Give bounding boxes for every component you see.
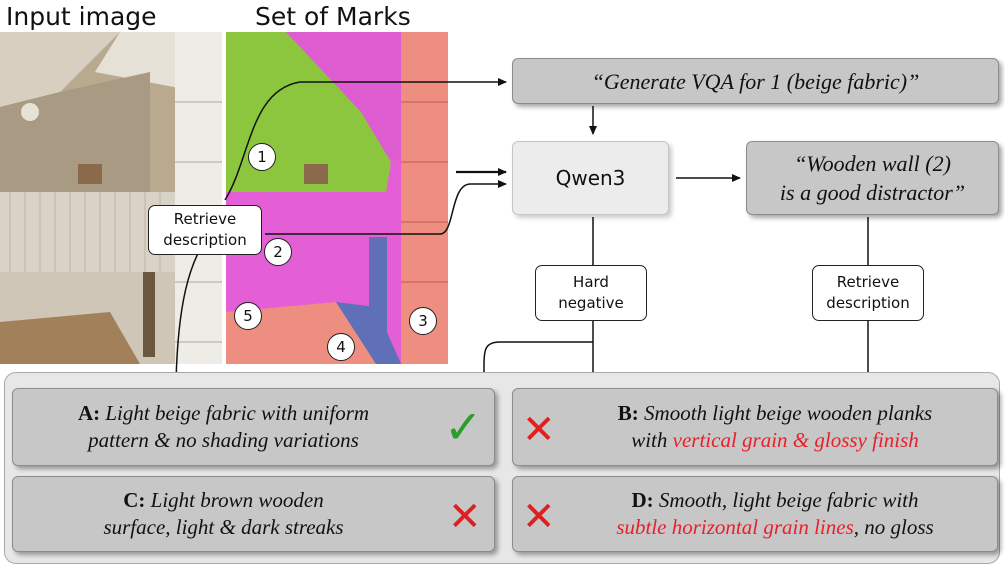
hard-negative-line-2: negative <box>558 294 624 312</box>
option-c: C: Light brown wooden surface, light & d… <box>12 476 495 552</box>
distractor-box: “Wooden wall (2) is a good distractor” <box>746 141 999 215</box>
retrieve-right-line-1: Retrieve <box>836 273 900 291</box>
option-a-letter: A: <box>77 401 101 425</box>
mark-4: 4 <box>327 333 355 361</box>
retrieve-description-label-right: Retrieve description <box>812 265 924 321</box>
option-b: B: Smooth light beige wooden planks with… <box>512 388 998 466</box>
distractor-line-2: is a good distractor” <box>779 180 966 205</box>
set-of-marks-header: Set of Marks <box>255 2 411 31</box>
retrieve-left-line-2: description <box>163 231 247 249</box>
option-d-line-1: Smooth, light beige fabric with <box>658 488 919 512</box>
mark-1: 1 <box>248 143 276 171</box>
option-a-line-2: pattern & no shading variations <box>88 428 359 452</box>
correct-check-icon: ✓ <box>444 400 483 454</box>
option-c-line-2: surface, light & dark streaks <box>103 515 344 539</box>
option-d-letter: D: <box>631 488 654 512</box>
wrong-cross-icon-c: ✕ <box>448 494 482 540</box>
mark-5: 5 <box>234 302 262 330</box>
qwen-model-box: Qwen3 <box>512 141 669 215</box>
option-d: D: Smooth, light beige fabric with subtl… <box>512 476 998 552</box>
option-d-line-2-suffix: , no gloss <box>853 515 934 539</box>
generate-vqa-prompt-text: “Generate VQA for 1 (beige fabric)” <box>591 68 920 94</box>
retrieve-left-line-1: Retrieve <box>173 210 237 228</box>
option-b-line-2-highlight: vertical grain & glossy finish <box>672 428 919 452</box>
wrong-cross-icon-b: ✕ <box>522 407 556 453</box>
generate-vqa-prompt-box: “Generate VQA for 1 (beige fabric)” <box>512 58 999 104</box>
option-b-letter: B: <box>617 401 639 425</box>
wrong-cross-icon-d: ✕ <box>522 494 556 540</box>
input-image-header: Input image <box>6 2 157 31</box>
hard-negative-label: Hard negative <box>535 265 647 321</box>
option-b-line-1: Smooth light beige wooden planks <box>644 401 933 425</box>
qwen-model-label: Qwen3 <box>555 166 626 190</box>
option-c-letter: C: <box>123 488 146 512</box>
option-a-line-1: Light beige fabric with uniform <box>105 401 370 425</box>
option-a: A: Light beige fabric with uniform patte… <box>12 388 495 466</box>
distractor-line-1: “Wooden wall (2) <box>794 151 951 176</box>
option-b-line-2-prefix: with <box>631 428 668 452</box>
mark-3: 3 <box>409 307 437 335</box>
input-image <box>0 32 222 364</box>
option-d-line-2-highlight: subtle horizontal grain lines <box>616 515 854 539</box>
mark-2: 2 <box>264 238 292 266</box>
retrieve-right-line-2: description <box>826 294 910 312</box>
hard-negative-line-1: Hard <box>573 273 609 291</box>
retrieve-description-label-left: Retrieve description <box>148 205 262 255</box>
option-c-line-1: Light brown wooden <box>150 488 324 512</box>
